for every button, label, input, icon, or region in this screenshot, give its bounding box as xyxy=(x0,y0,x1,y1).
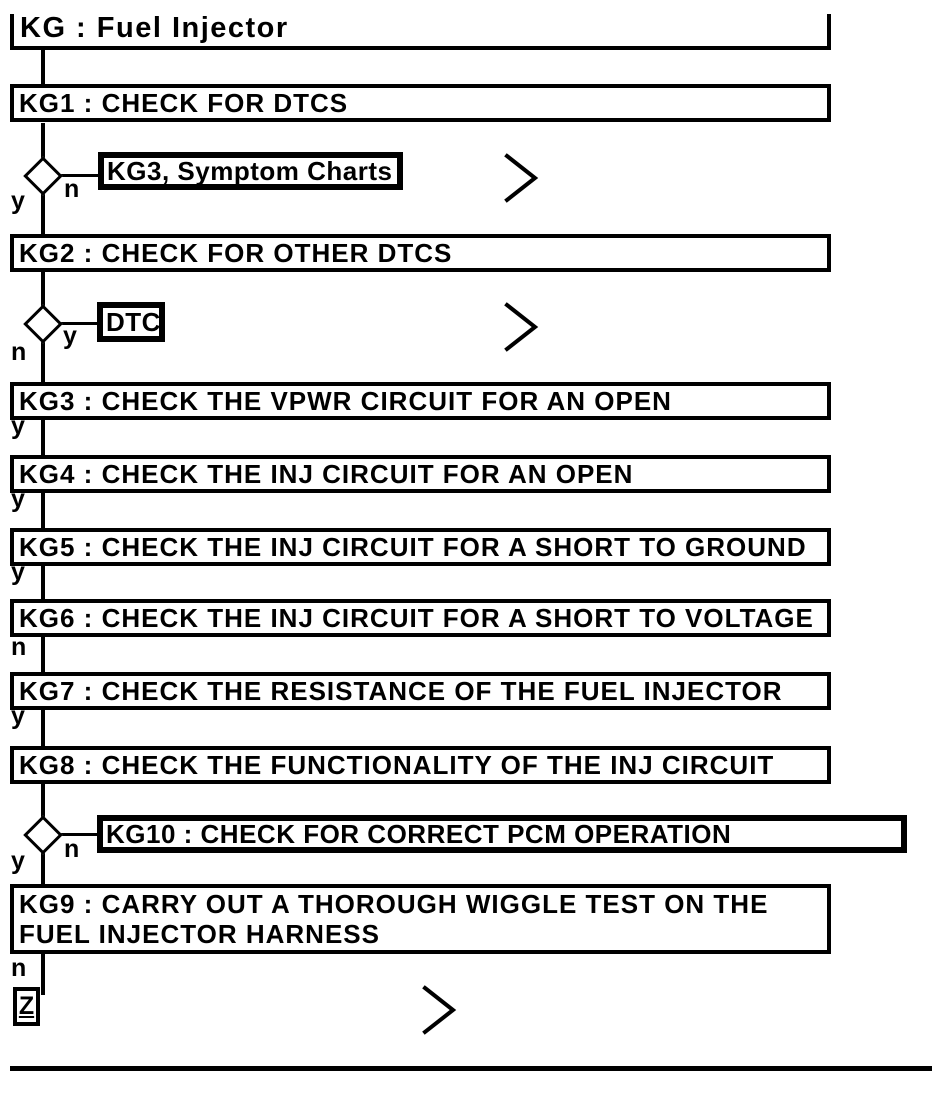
connector-line xyxy=(58,833,97,836)
connector-line xyxy=(41,637,45,672)
connector-line xyxy=(41,566,45,599)
link-box-dtc[interactable]: DTC xyxy=(97,302,165,342)
link-label-symptom-charts: KG3, Symptom Charts xyxy=(107,155,393,186)
step-box-kg7: KG7 : CHECK THE RESISTANCE OF THE FUEL I… xyxy=(10,672,831,710)
step-box-kg3: KG3 : CHECK THE VPWR CIRCUIT FOR AN OPEN xyxy=(10,382,831,420)
step-label-kg3: KG3 : CHECK THE VPWR CIRCUIT FOR AN OPEN xyxy=(19,385,672,416)
step-label-kg1: KG1 : CHECK FOR DTCS xyxy=(19,87,349,118)
connector-line xyxy=(41,853,45,884)
step-box-kg1: KG1 : CHECK FOR DTCS xyxy=(10,84,831,122)
step-label-kg9-line2: FUEL INJECTOR HARNESS xyxy=(19,919,380,949)
flowchart-title-label: KG : Fuel Injector xyxy=(20,12,289,44)
branch-label-kg6-exit: n xyxy=(11,633,27,661)
connector-line xyxy=(41,953,45,995)
branch-label-kg7-exit: y xyxy=(11,702,25,730)
link-label-dtc: DTC xyxy=(106,306,161,337)
branch-label-kg4-exit: y xyxy=(11,485,25,513)
end-box-z[interactable]: Z xyxy=(13,987,40,1026)
decision-diamond-2 xyxy=(23,304,63,344)
decision-diamond-1 xyxy=(23,156,63,196)
connector-line xyxy=(41,123,45,159)
branch-label-d3-down: y xyxy=(11,847,25,875)
continue-chevron-icon[interactable] xyxy=(503,152,541,204)
branch-label-kg9-exit: n xyxy=(11,954,27,982)
step-label-kg6: KG6 : CHECK THE INJ CIRCUIT FOR A SHORT … xyxy=(19,602,814,633)
connector-line xyxy=(41,493,45,528)
continue-chevron-icon[interactable] xyxy=(421,984,459,1036)
flowchart-title: KG : Fuel Injector xyxy=(10,12,831,50)
end-label-z: Z xyxy=(18,992,35,1020)
step-label-kg8: KG8 : CHECK THE FUNCTIONALITY OF THE INJ… xyxy=(19,749,775,780)
connector-line xyxy=(41,342,45,382)
branch-label-d2-down: n xyxy=(11,338,27,366)
decision-diamond-3 xyxy=(23,815,63,855)
connector-line xyxy=(58,322,97,325)
step-box-kg6: KG6 : CHECK THE INJ CIRCUIT FOR A SHORT … xyxy=(10,599,831,637)
connector-line xyxy=(41,50,45,84)
step-label-kg5: KG5 : CHECK THE INJ CIRCUIT FOR A SHORT … xyxy=(19,531,807,562)
step-label-kg4: KG4 : CHECK THE INJ CIRCUIT FOR AN OPEN xyxy=(19,458,634,489)
branch-label-d2-side: y xyxy=(63,322,77,350)
step-box-kg8: KG8 : CHECK THE FUNCTIONALITY OF THE INJ… xyxy=(10,746,831,784)
step-box-kg5: KG5 : CHECK THE INJ CIRCUIT FOR A SHORT … xyxy=(10,528,831,566)
branch-label-d3-side: n xyxy=(64,835,80,863)
connector-line xyxy=(41,271,45,307)
step-box-kg4: KG4 : CHECK THE INJ CIRCUIT FOR AN OPEN xyxy=(10,455,831,493)
link-box-symptom-charts[interactable]: KG3, Symptom Charts xyxy=(98,152,403,190)
step-label-kg7: KG7 : CHECK THE RESISTANCE OF THE FUEL I… xyxy=(19,675,783,706)
link-box-kg10[interactable]: KG10 : CHECK FOR CORRECT PCM OPERATION xyxy=(97,815,907,853)
branch-label-kg5-exit: y xyxy=(11,558,25,586)
connector-line xyxy=(58,174,98,177)
connector-line xyxy=(41,710,45,746)
step-label-kg2: KG2 : CHECK FOR OTHER DTCS xyxy=(19,237,453,268)
bottom-rule xyxy=(10,1066,932,1071)
connector-line xyxy=(41,194,45,235)
step-box-kg2: KG2 : CHECK FOR OTHER DTCS xyxy=(10,234,831,272)
branch-label-kg3-exit: y xyxy=(11,412,25,440)
step-box-kg9: KG9 : CARRY OUT A THOROUGH WIGGLE TEST O… xyxy=(10,884,831,954)
branch-label-d1-down: y xyxy=(11,187,25,215)
step-label-kg9-line1: KG9 : CARRY OUT A THOROUGH WIGGLE TEST O… xyxy=(19,889,769,919)
continue-chevron-icon[interactable] xyxy=(503,301,541,353)
connector-line xyxy=(41,784,45,818)
branch-label-d1-side: n xyxy=(64,175,80,203)
link-label-kg10: KG10 : CHECK FOR CORRECT PCM OPERATION xyxy=(106,818,732,849)
connector-line xyxy=(41,420,45,455)
